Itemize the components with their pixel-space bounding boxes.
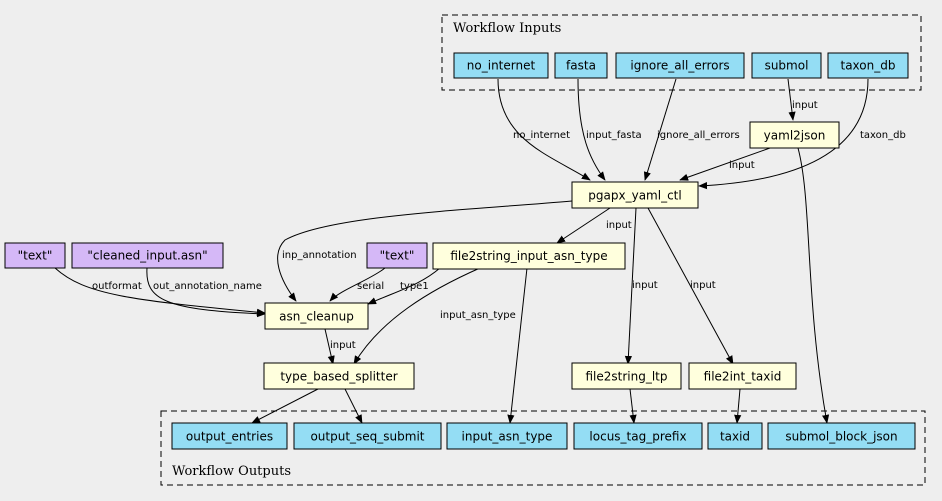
edge-label-submol-input: input [792,100,818,111]
step-type-based-splitter[interactable]: type_based_splitter [263,362,415,390]
step-pgapx-yaml-ctl[interactable]: pgapx_yaml_ctl [571,181,699,209]
edge-text1-cleanup [54,267,266,316]
step-file2string-ltp[interactable]: file2string_ltp [571,362,682,390]
node-label: file2int_taxid [704,370,782,384]
edge-ctl-taxid [647,207,734,365]
output-locus-tag-prefix[interactable]: locus_tag_prefix [573,422,703,450]
workflow-inputs-title: Workflow Inputs [453,21,561,36]
node-label: taxon_db [841,59,896,73]
edge-label-input-asn-type: input_asn_type [440,310,516,321]
edge-label-outformat: outformat [92,281,142,292]
edge-f2s-input-asn-type [507,267,528,424]
node-label: "cleaned_input.asn" [87,249,207,263]
step-file2string-input-asn-type[interactable]: file2string_input_asn_type [432,242,626,270]
edge-taxid-taxid [734,388,742,424]
node-label: "text" [18,249,53,263]
edge-text2-cleanup [329,267,386,302]
edge-f2s-cleanup [367,267,441,305]
input-ignore-all-errors[interactable]: ignore_all_errors [615,52,745,79]
edge-taxon-db [698,78,869,190]
edge-ltp-locus-tag [629,388,637,424]
node-label: submol_block_json [785,430,897,444]
node-label: output_seq_submit [310,430,424,444]
node-label: type_based_splitter [280,370,397,384]
edge-label-yaml2json-input: input [729,160,755,171]
edge-label-out-annotation-name: out_annotation_name [153,281,262,292]
edge-ctl-ltp [624,207,637,365]
node-label: pgapx_yaml_ctl [588,189,681,203]
node-label: file2string_ltp [585,370,667,384]
input-fasta[interactable]: fasta [554,52,608,79]
node-label: ignore_all_errors [630,59,729,73]
node-label: no_internet [467,59,536,73]
workflow-inputs-cluster: Workflow Inputs [441,14,922,91]
edge-label-inp-annotation: inp_annotation [282,250,357,261]
node-label: locus_tag_prefix [589,430,686,444]
node-label: fasta [566,59,596,73]
edge-label-ctl-f2s-input: input [606,220,632,231]
edge-label-taxid-input: input [690,280,716,291]
edge-label-cleanup-input: input [330,340,356,351]
edge-ctl-asn-cleanup [277,200,573,302]
node-label: "text" [380,249,415,263]
constant-cleaned-input-asn[interactable]: "cleaned_input.asn" [71,242,224,269]
edge-fasta [577,78,606,181]
input-no-internet[interactable]: no_internet [453,52,549,79]
workflow-outputs-title: Workflow Outputs [172,464,291,479]
node-label: file2string_input_asn_type [450,249,607,263]
edge-label-type1: type1 [400,281,429,292]
edge-yaml2json-ctl [679,147,771,181]
edge-label-ignore-all-errors: ignore_all_errors [657,130,740,141]
step-file2int-taxid[interactable]: file2int_taxid [688,362,797,390]
edge-splitter-seq-submit [344,388,363,424]
step-asn-cleanup[interactable]: asn_cleanup [264,302,369,330]
constant-text-2[interactable]: "text" [366,242,428,269]
edge-label-taxon-db: taxon_db [860,130,906,141]
output-input-asn-type[interactable]: input_asn_type [446,422,568,450]
output-seq-submit[interactable]: output_seq_submit [293,422,442,450]
edge-labels: no_internet input_fasta ignore_all_error… [92,100,906,351]
input-submol[interactable]: submol [751,52,822,79]
edge-f2s-splitter [353,267,481,365]
edge-yaml2json-submol-block [797,147,830,424]
node-label: taxid [720,430,750,444]
output-submol-block-json[interactable]: submol_block_json [767,422,916,450]
edge-label-input-fasta: input_fasta [586,130,642,141]
output-entries[interactable]: output_entries [171,422,288,450]
edges [54,78,869,424]
edge-cleanup-splitter [324,328,335,365]
edge-label-ltp-input: input [632,280,658,291]
node-label: input_asn_type [462,430,553,444]
edge-ignore-all-errors [643,78,677,181]
output-taxid[interactable]: taxid [707,422,763,450]
edge-ctl-f2s [556,207,611,244]
node-label: asn_cleanup [279,310,354,324]
step-yaml2json[interactable]: yaml2json [749,121,840,149]
input-taxon-db[interactable]: taxon_db [827,52,909,79]
edge-label-serial: serial [357,281,384,292]
edge-splitter-entries [251,388,319,424]
constant-text-1[interactable]: "text" [4,242,66,269]
workflow-outputs-cluster: Workflow Outputs [160,410,926,486]
edge-cleaned-cleanup [146,267,266,318]
node-label: output_entries [186,430,273,444]
node-label: submol [765,59,809,73]
edge-no-internet [497,78,591,181]
edge-submol [787,78,796,121]
node-label: yaml2json [764,129,826,143]
edge-label-no-internet: no_internet [513,130,570,141]
